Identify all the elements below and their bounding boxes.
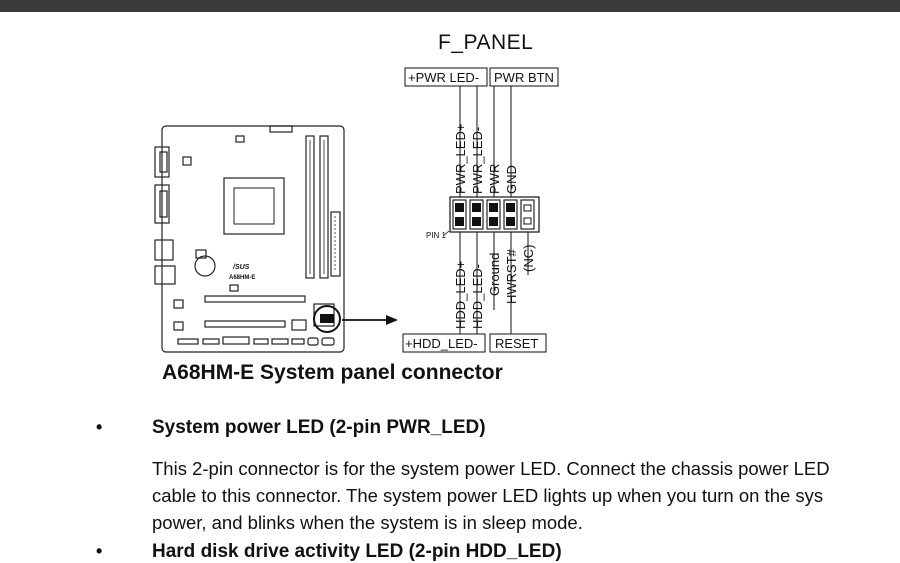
bottom-pin-labels: HDD_LED+ HDD_LED- Ground HWRST# (NC) — [453, 245, 536, 329]
memory-slot-ticks — [309, 140, 336, 274]
section-paragraph-power-led: This 2-pin connector is for the system p… — [152, 455, 900, 536]
pin-label-hdd-led-minus: HDD_LED- — [470, 264, 485, 329]
system-panel-diagram: /SUS A68HM-E — [154, 67, 559, 353]
pin-label-ground: Ground — [487, 253, 502, 296]
pin-label-pwr-led-minus: PWR_LED- — [470, 127, 485, 194]
pin1-label: PIN 1 — [426, 231, 447, 240]
connector-header — [442, 196, 540, 237]
bottom-label-boxes: +HDD_LED- RESET — [402, 333, 547, 353]
pointer-arrow — [342, 315, 398, 325]
board-model-label: A68HM-E — [229, 275, 255, 281]
bullet-marker: • — [96, 541, 103, 561]
pwr-led-box-label: +PWR LED- — [408, 70, 479, 85]
paragraph-line: power, and blinks when the system is in … — [152, 512, 583, 533]
header-bar — [0, 0, 900, 12]
svg-text:/SUS: /SUS — [232, 264, 250, 271]
pin-label-pwr: PWR — [487, 164, 502, 194]
board-brand-logo: /SUS — [232, 264, 250, 271]
top-pin-labels: PWR_LED+ PWR_LED- PWR GND — [453, 124, 519, 194]
hdd-led-box-label: +HDD_LED- — [405, 336, 478, 351]
bullet-marker: • — [96, 417, 103, 437]
section-heading-hdd-led: Hard disk drive activity LED (2-pin HDD_… — [152, 541, 562, 562]
panel-title: F_PANEL — [438, 31, 534, 54]
section-heading-power-led: System power LED (2-pin PWR_LED) — [152, 417, 486, 438]
pin-label-gnd: GND — [504, 165, 519, 194]
motherboard-outline — [154, 125, 345, 353]
diagram-caption: A68HM-E System panel connector — [162, 361, 503, 384]
pin-label-nc: (NC) — [521, 245, 536, 272]
top-label-boxes: +PWR LED- PWR BTN — [404, 67, 559, 87]
paragraph-line: This 2-pin connector is for the system p… — [152, 458, 830, 479]
pin-label-pwr-led-plus: PWR_LED+ — [453, 124, 468, 194]
paragraph-line: cable to this connector. The system powe… — [152, 485, 824, 506]
reset-box-label: RESET — [495, 336, 538, 351]
pin-label-hdd-led-plus: HDD_LED+ — [453, 261, 468, 329]
pin-label-hwrst: HWRST# — [504, 248, 519, 304]
panel-header-highlight — [313, 305, 341, 333]
pwr-btn-box-label: PWR BTN — [494, 70, 554, 85]
pin-leader-lines — [459, 86, 529, 334]
